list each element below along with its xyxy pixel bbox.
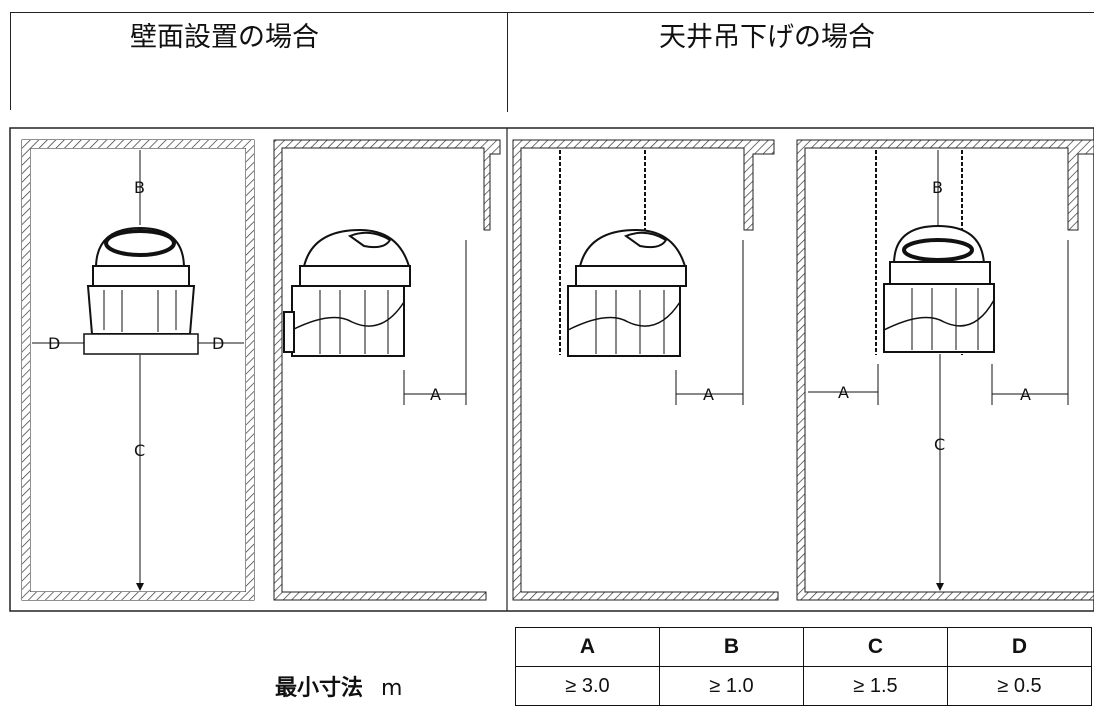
table-cell-b: ≥ 1.0 [659, 666, 804, 706]
header-left-border [10, 12, 11, 110]
label-a-wall: A [430, 385, 441, 404]
table-header-row: A B C D [515, 627, 1092, 667]
caption-unit: m [381, 676, 403, 701]
dimension-table: A B C D ≥ 3.0 ≥ 1.0 ≥ 1.5 ≥ 0.5 [515, 627, 1092, 706]
table-header-a: A [515, 627, 660, 667]
header-top-border [10, 12, 1094, 13]
panel-ceiling-side: A [512, 139, 779, 601]
panel-wall-side: A [273, 139, 501, 601]
label-c-ceiling: C [934, 435, 945, 454]
label-d-left: D [48, 334, 60, 353]
label-d-right: D [212, 334, 224, 353]
table-cell-d: ≥ 0.5 [947, 666, 1092, 706]
caption-text: 最小寸法 [275, 676, 364, 701]
ceiling-mount-title: 天井吊下げの場合 [659, 22, 875, 53]
panel-ceiling-front: B C A A [796, 139, 1094, 601]
label-c-wall: C [134, 441, 145, 460]
wall-mount-title: 壁面設置の場合 [130, 22, 319, 53]
diagram-frame [9, 127, 1094, 612]
table-cell-c: ≥ 1.5 [803, 666, 948, 706]
table-row: ≥ 3.0 ≥ 1.0 ≥ 1.5 ≥ 0.5 [515, 666, 1092, 706]
table-header-c: C [803, 627, 948, 667]
label-a-ceiling-side: A [703, 385, 714, 404]
table-header-b: B [659, 627, 804, 667]
header-divider [507, 12, 508, 112]
label-b-ceiling: B [932, 178, 943, 197]
min-dimension-caption: 最小寸法 m [275, 670, 402, 702]
table-header-d: D [947, 627, 1092, 667]
panel-wall-front: B C D D [21, 139, 255, 601]
label-a-ceiling-right: A [1020, 385, 1031, 404]
table-cell-a: ≥ 3.0 [515, 666, 660, 706]
label-b-wall: B [134, 178, 145, 197]
label-a-ceiling-left: A [838, 383, 849, 402]
